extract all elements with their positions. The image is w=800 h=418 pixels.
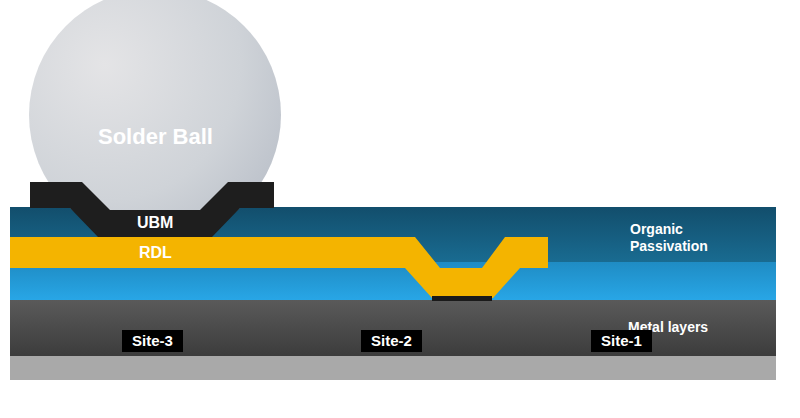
ubm-label: UBM [137, 213, 173, 232]
node-text: UBM [137, 213, 173, 232]
rdl-label: RDL [139, 243, 172, 262]
node-text: RDL [139, 243, 172, 262]
solder-ball-shape [29, 0, 281, 241]
node-text: Site-3 [132, 332, 173, 350]
node-text: Organic Passivation [630, 221, 760, 255]
node-text: Site-2 [371, 332, 412, 350]
bond-pad [432, 296, 492, 301]
passivation-label: Organic Passivation [630, 221, 760, 255]
ubm-shape [30, 182, 274, 237]
node-text: Solder Ball [98, 124, 213, 150]
site-box: Site-3 [122, 330, 183, 352]
solder-ball-label: Solder Ball [98, 124, 213, 150]
site-box: Site-1 [591, 330, 652, 352]
node-text: Site-1 [601, 332, 642, 350]
metal-layer-band [10, 300, 776, 356]
site-box: Site-2 [361, 330, 422, 352]
metal-layer-band: Metal layersSite-3Site-2Site-1 [10, 300, 776, 356]
rdl-trace [10, 237, 548, 298]
substrate-band [10, 355, 776, 380]
